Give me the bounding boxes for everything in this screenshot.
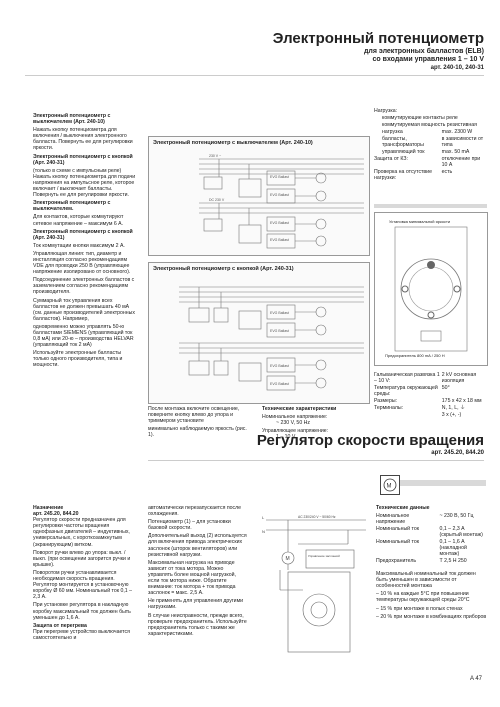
diagram-1-svg: 230 V ~ DC 230 V EVG Ballast EVG Ballast… <box>199 154 364 249</box>
device-top-bar <box>374 204 487 208</box>
svg-text:N: N <box>262 529 265 534</box>
heading: Электронный потенциометр с кнопкой (Арт.… <box>33 228 133 241</box>
svg-text:EVG Ballast: EVG Ballast <box>270 311 289 315</box>
para: Нажать кнопку потенциометра для включени… <box>33 127 133 152</box>
svg-text:EVG Ballast: EVG Ballast <box>270 221 289 225</box>
svg-text:EVG Ballast: EVG Ballast <box>270 364 289 368</box>
svg-text:EVG Ballast: EVG Ballast <box>270 193 289 197</box>
svg-text:EVG Ballast: EVG Ballast <box>270 175 289 179</box>
article-numbers: арт. 240-10, 240-31 <box>430 65 484 71</box>
para: Ток коммутации кнопки максимум 2 А. <box>33 242 125 249</box>
header-divider <box>25 75 484 76</box>
accent-bar <box>400 480 486 486</box>
flap-control-label: Управление заслонкой <box>308 554 340 558</box>
page-subtitle: для электронных балластов (ELB) <box>363 48 484 55</box>
tech-characteristics: Технические характеристики Номинальное н… <box>262 406 337 441</box>
section-divider <box>148 460 484 461</box>
para: Подсоединение электронных балластов с за… <box>33 277 135 296</box>
specs-table-2: Гальваническая развязка 1 – 10 V:2 kV ос… <box>374 372 482 418</box>
svg-text:L: L <box>262 515 265 520</box>
svg-text:EVG Ballast: EVG Ballast <box>270 238 289 242</box>
setup-note: После монтажа включите освещение, поверн… <box>148 406 247 439</box>
page-number: A 47 <box>469 676 482 682</box>
svg-text:EVG Ballast: EVG Ballast <box>270 329 289 333</box>
wiring-diagram-2: Электронный потенциометр с кнопкой (Арт.… <box>148 262 370 404</box>
section-articles: арт. 245.20, 844.20 <box>431 450 484 456</box>
diagram-2-svg: EVG Ballast EVG Ballast EVG Ballast EVG … <box>179 286 364 391</box>
s2-left-column: Назначение арт. 245.20, 844.20 Регулятор… <box>33 505 132 641</box>
device-illustration: Установка минимальной яркости Предохрани… <box>374 212 488 366</box>
motor-icon: M <box>380 475 400 495</box>
svg-text:EVG Ballast: EVG Ballast <box>270 382 289 386</box>
svg-text:M: M <box>286 556 290 562</box>
s2-mid-column: автоматически перезапускается после охла… <box>148 505 247 637</box>
heading-240-10: Электронный потенциометр с выключателем … <box>33 113 111 126</box>
para: Управляющая линия: тип, диаметр и инстал… <box>33 250 131 276</box>
mains-label-2: DC 230 V <box>209 198 225 202</box>
s2-tech-table: Номинальное напряжение~ 230 В, 50 Гц Ном… <box>376 513 483 565</box>
page-title: Электронный потенциометр <box>272 30 484 47</box>
device-label-bottom: Предохранитель 800 mA / 250 Н <box>385 353 445 358</box>
speed-diagram-svg: L N M AC 230/240 V ~ 50/60 Hz Управление… <box>262 515 366 653</box>
section-title: Регулятор скорости вращения <box>256 432 484 449</box>
para: Используйте электронные балласты только … <box>33 350 123 369</box>
mains-rating: AC 230/240 V ~ 50/60 Hz <box>298 515 336 519</box>
s2-tech-data: Технические данные Номинальное напряжени… <box>376 505 487 620</box>
svg-text:M: M <box>387 484 392 490</box>
mains-label: 230 V ~ <box>209 154 221 158</box>
diagram-title: Электронный потенциометр с кнопкой (Арт.… <box>153 266 294 272</box>
specs-table: Нагрузка: коммутирующие контакты реле ко… <box>374 108 484 181</box>
page-subtitle-2: со входами управления 1 – 10 V <box>372 56 484 63</box>
device-svg <box>394 226 468 352</box>
para: одновременно можно управлять 50-ю баллас… <box>33 323 134 349</box>
para: Суммарный ток управления всех балластов … <box>33 297 135 322</box>
para: Для контактов, которые коммутируют сетев… <box>33 214 124 227</box>
speed-controller-diagram: L N M AC 230/240 V ~ 50/60 Hz Управление… <box>258 510 370 660</box>
para: (только в схеме с импульсным реле) Нажат… <box>33 167 136 199</box>
left-column: Электронный потенциометр с выключателем … <box>33 113 138 371</box>
diagram-title: Электронный потенциометр с выключателем … <box>153 140 313 146</box>
heading-240-31: Электронный потенциометр с кнопкой (Арт.… <box>33 153 133 166</box>
device-label-top: Установка минимальной яркости <box>389 219 451 224</box>
wiring-diagram-1: Электронный потенциометр с выключателем … <box>148 136 370 256</box>
heading: Электронный потенциометр с выключателем. <box>33 200 111 213</box>
